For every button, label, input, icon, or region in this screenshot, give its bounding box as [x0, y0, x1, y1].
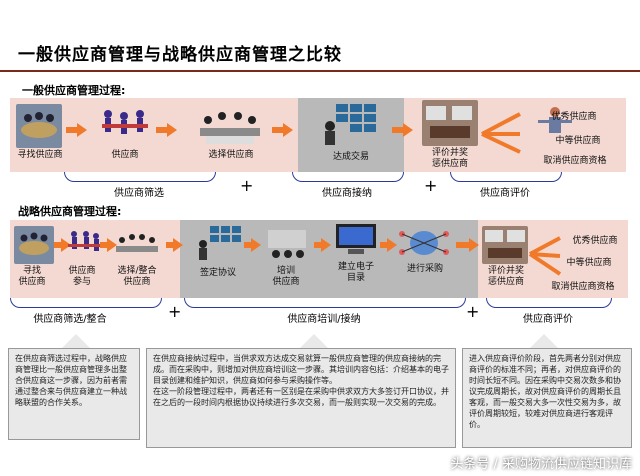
bracket: [292, 172, 404, 182]
meeting-picture-icon: [14, 226, 54, 264]
runners-picture-icon: [66, 226, 102, 264]
stage-label: 供应商接纳: [322, 188, 372, 199]
step-label: 寻找供应商: [17, 150, 63, 160]
note-box: 进入供应商评价阶段，首先两者分别对供应商评价的标准不同；再者，对供应商评价的时间…: [462, 348, 632, 448]
outcome-label: 中等供应商: [566, 258, 612, 268]
plus-sign: +: [240, 176, 254, 195]
step-label: 进行采购: [406, 264, 443, 274]
outcome-label: 优秀供应商: [551, 112, 597, 122]
callout-pointer: [530, 334, 558, 348]
plus-sign: +: [466, 302, 480, 321]
callout-pointer: [300, 334, 328, 348]
computer-icon: [334, 222, 378, 256]
step-label: 培训 供应商: [272, 266, 300, 287]
deal-picture-icon: [316, 100, 386, 148]
outcome-label: 取消供应商资格: [551, 282, 615, 292]
bracket: [486, 298, 612, 308]
step-label: 建立电子 目录: [337, 262, 374, 283]
outcome-label: 中等供应商: [555, 136, 601, 146]
step-label: 达成交易: [332, 152, 369, 162]
note-box: 在供应商筛选过程中，战略供应商管理比一般供应商管理多出整合供应商这一步骤，因为前…: [8, 348, 140, 440]
meeting-picture-icon: [16, 104, 62, 148]
step-label: 选择供应商: [208, 150, 254, 160]
general-heading: 一般供应商管理过程:: [22, 84, 126, 97]
runners-picture-icon: [98, 104, 152, 148]
selection-meeting-picture-icon: [196, 104, 264, 148]
outcome-label: 优秀供应商: [572, 236, 618, 246]
branch-arrows-icon: [528, 236, 562, 276]
note-box: 在供应商接纳过程中，当供求双方达成交易就算一般供应商管理的供应商接纳的完成。而在…: [146, 348, 456, 448]
stage-label: 供应商评价: [523, 314, 573, 325]
bracket: [10, 298, 162, 308]
step-label: 签定协议: [199, 268, 236, 278]
step-label: 选择/整合 供应商: [117, 266, 157, 287]
plus-sign: +: [424, 176, 438, 195]
bracket: [184, 298, 466, 308]
step-label: 供应商 参与: [68, 266, 96, 287]
stage-label: 供应商培训/接纳: [287, 314, 361, 325]
branch-arrows-icon: [481, 112, 521, 154]
title-divider: [0, 70, 640, 72]
step-label: 评价并奖 惩供应商: [487, 266, 524, 287]
note-text: 在供应商筛选过程中，战略供应商管理比一般供应商管理多出整合供应商这一步骤，因为前…: [15, 354, 127, 407]
evaluation-picture-icon: [482, 226, 528, 264]
strategic-heading: 战略供应商管理过程:: [18, 205, 122, 218]
stage-label: 供应商筛选/整合: [33, 314, 107, 325]
note-text: 进入供应商评价阶段，首先两者分别对供应商评价的标准不同；再者，对供应商评价的时间…: [469, 354, 621, 429]
watermark: 头条号 / 采购物流供应链知识库: [450, 457, 632, 472]
plus-sign: +: [168, 302, 182, 321]
note-text: 在这一阶段管理过程中，两者还有一区别是在采购中供求双方大多签订开口协议，并在之后…: [153, 387, 449, 407]
person-icon: [534, 104, 576, 144]
evaluation-picture-icon: [422, 100, 478, 146]
bracket: [450, 172, 562, 182]
selection-meeting-picture-icon: [112, 228, 162, 264]
page-title: 一般供应商管理与战略供应商管理之比较: [18, 45, 342, 65]
bracket: [64, 172, 216, 182]
callout-pointer: [62, 334, 90, 348]
stage-label: 供应商评价: [480, 188, 530, 199]
note-text: 在供应商接纳过程中，当供求双方达成交易就算一般供应商管理的供应商接纳的完成。而在…: [153, 354, 449, 385]
network-globe-icon: [396, 228, 452, 258]
stage-label: 供应商筛选: [114, 188, 164, 199]
step-label: 评价并奖 惩供应商: [431, 148, 468, 169]
agreement-picture-icon: [194, 224, 242, 264]
outcome-label: 取消供应商资格: [543, 156, 607, 166]
training-picture-icon: [264, 226, 310, 264]
step-label: 寻找 供应商: [18, 266, 46, 287]
step-label: 供应商: [111, 150, 139, 160]
